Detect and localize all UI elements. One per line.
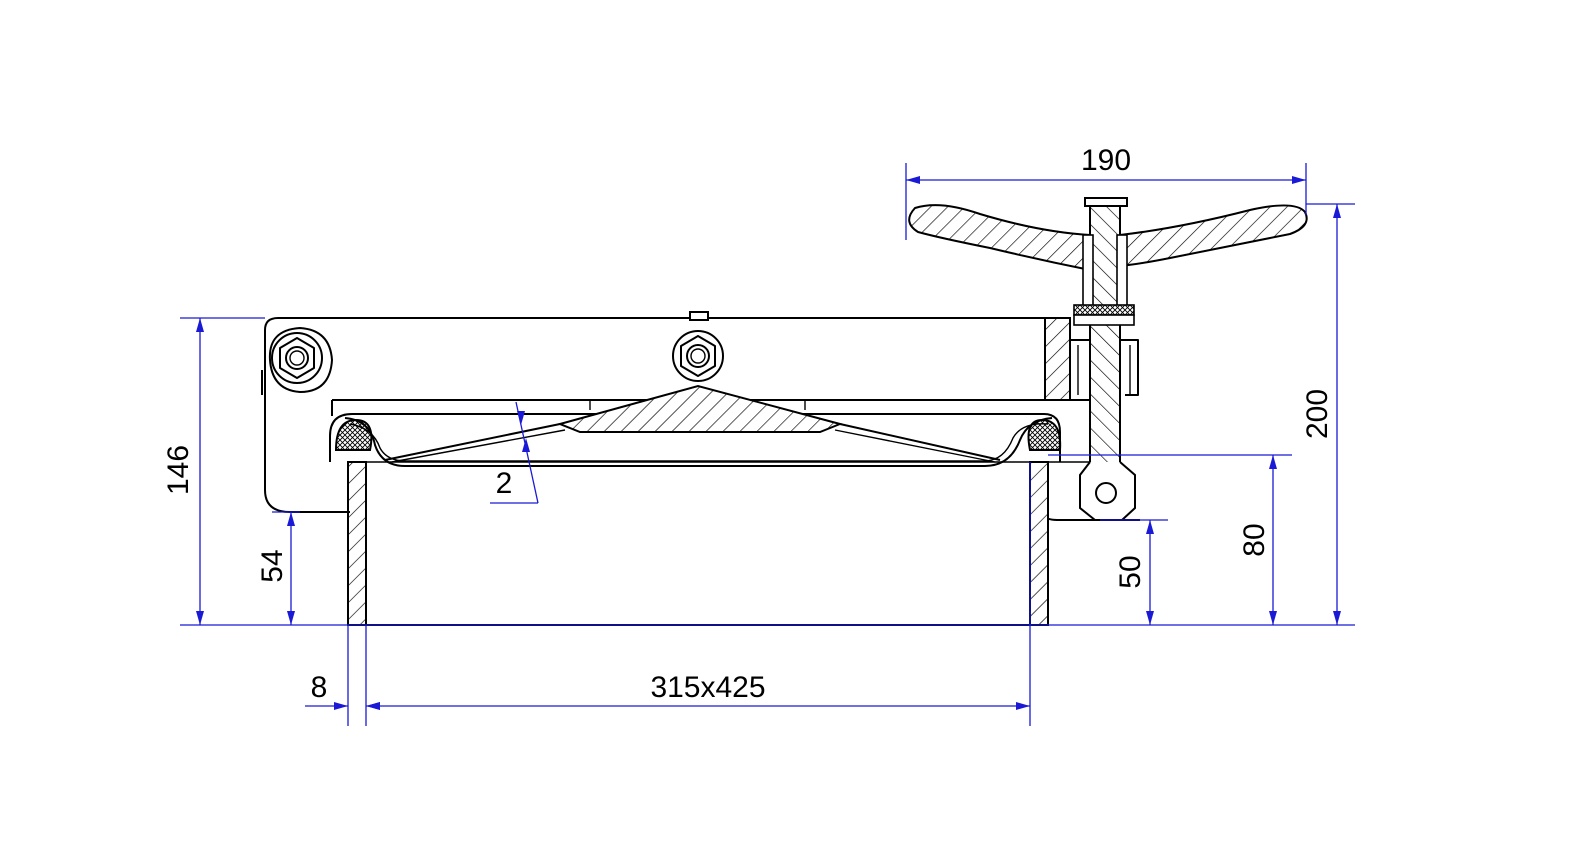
arrow-cover-top (196, 318, 204, 332)
center-bolt (672, 311, 724, 382)
arrow-sheet-top (517, 411, 525, 425)
neck-walls (347, 461, 1049, 626)
arrow-sheet-bottom (522, 438, 530, 452)
arrow-clamp-bottom (1146, 611, 1154, 625)
arrow-wheel-left (906, 176, 920, 184)
dim-label-cover-height: 146 (162, 445, 195, 495)
dim-label-clamp-height: 50 (1114, 555, 1147, 588)
arrow-neck-bottom (1269, 611, 1277, 625)
dim-label-total-height: 200 (1301, 389, 1334, 439)
arrow-neck-top (1269, 455, 1277, 469)
part-geometry (261, 197, 1308, 626)
dimension-lines (180, 163, 1355, 726)
center-stiffener (556, 384, 844, 433)
arrow-hinge-bottom (287, 611, 295, 625)
dim-label-neck-height: 80 (1238, 523, 1271, 556)
swing-bolt (1079, 197, 1136, 521)
arrow-hinge-top (287, 512, 295, 526)
dim-label-wall-thickness: 8 (311, 671, 328, 704)
arrow-wall (334, 702, 348, 710)
dim-label-sheet-thickness: 2 (496, 467, 513, 500)
arrow-opening-right (1016, 702, 1030, 710)
arrow-clamp-top (1146, 520, 1154, 534)
handwheel (908, 204, 1308, 326)
dimension-labels: 190 315x425 8 2 146 54 50 80 200 (162, 144, 1334, 704)
arrow-total-top (1333, 204, 1341, 218)
arrow-total-bottom (1333, 611, 1341, 625)
stiffener-arms (384, 423, 1001, 461)
arrow-wall-inner (366, 702, 380, 710)
dim-label-hinge-offset: 54 (256, 549, 289, 582)
arrow-cover-bottom (196, 611, 204, 625)
hinge-bolt (271, 332, 323, 384)
dim-label-wheel-width: 190 (1081, 144, 1131, 177)
arrow-wheel-right (1292, 176, 1306, 184)
clamp-block (1044, 317, 1140, 521)
hinge-bracket (261, 327, 350, 513)
dim-label-opening-size: 315x425 (650, 671, 765, 704)
